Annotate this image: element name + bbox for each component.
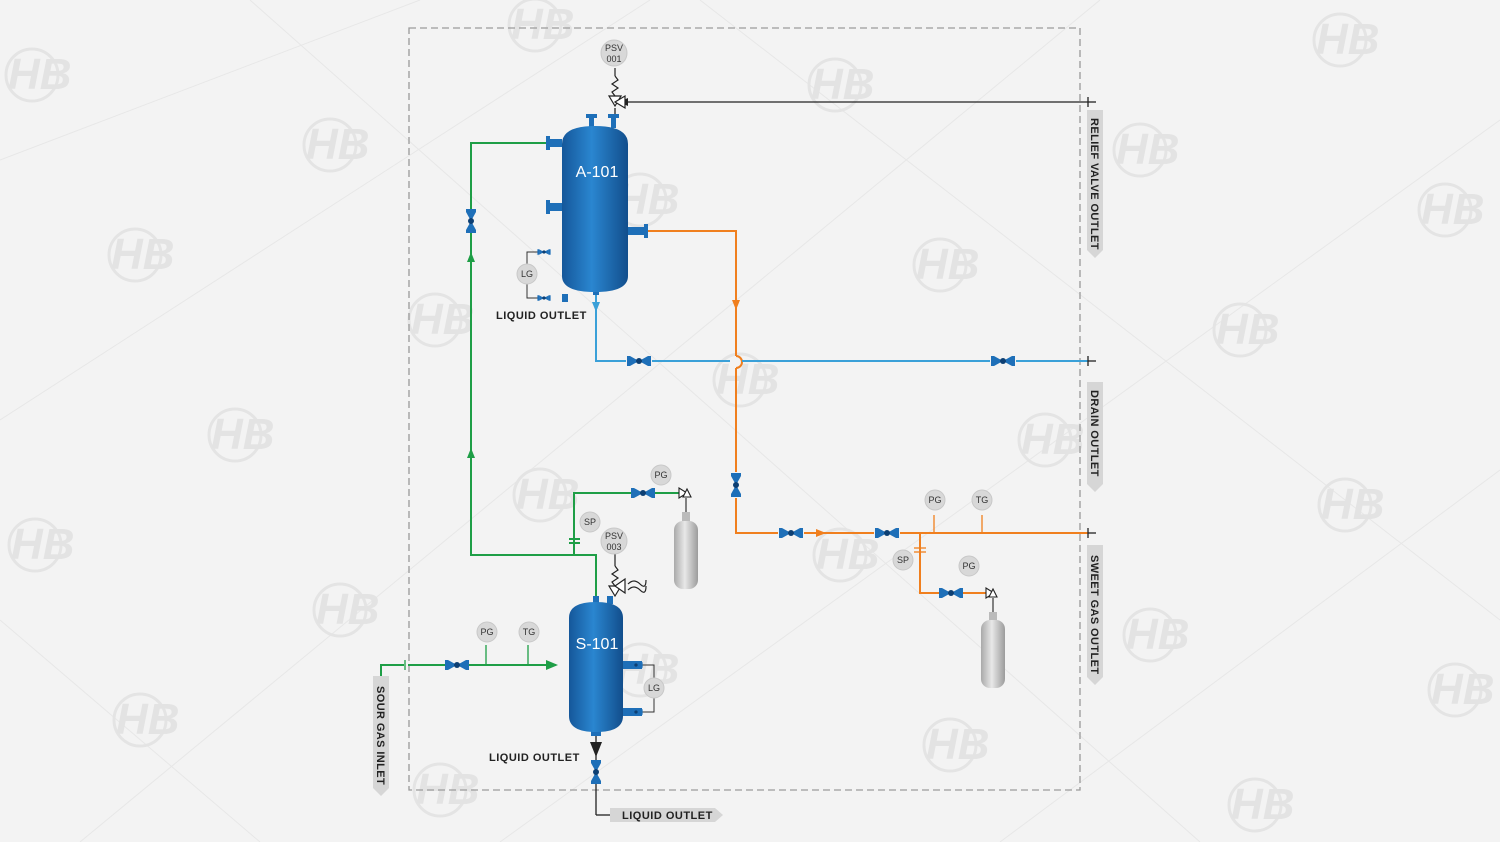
gate-valve-sweet-2 — [875, 528, 899, 538]
relief-valve-outlet-tag: RELIEF VALVE OUTLET — [1087, 110, 1103, 258]
drain-outlet-label: DRAIN OUTLET — [1088, 390, 1100, 477]
watermark-logo — [1112, 122, 1182, 178]
sample-valve-orange — [985, 587, 998, 612]
sour-gas-inlet-tag: SOUR GAS INLET — [373, 676, 389, 796]
gate-valve-inlet — [445, 660, 469, 670]
gate-valve-sweet-1 — [779, 528, 803, 538]
watermark-logo — [1417, 182, 1487, 238]
watermark-logo — [207, 407, 277, 463]
psv-003-instrument: PSV 003 — [600, 527, 628, 555]
temperature-gauge-sweet: TG — [971, 489, 993, 511]
svg-text:LG: LG — [648, 683, 660, 693]
psv-001-tag-prefix: PSV — [605, 43, 623, 53]
drain-outlet-terminator — [1087, 356, 1096, 366]
green-flow-arrow-right — [546, 660, 558, 670]
watermark-logo — [312, 582, 382, 638]
sour-gas-inlet-label: SOUR GAS INLET — [374, 686, 386, 785]
sweet-gas-outlet-label: SWEET GAS OUTLET — [1088, 555, 1100, 674]
green-flow-arrow-up-2 — [467, 448, 475, 458]
gate-valve-sample-orange — [939, 588, 963, 598]
svg-text:TG: TG — [523, 627, 536, 637]
watermark-logo — [1122, 607, 1192, 663]
skid-boundary — [408, 27, 1081, 791]
gate-valve-drain-right — [991, 356, 1015, 366]
watermark-logo — [507, 0, 577, 53]
watermark-logo — [1317, 477, 1387, 533]
watermark-logo — [7, 517, 77, 573]
svg-text:PG: PG — [654, 470, 667, 480]
watermark-logo — [1312, 12, 1382, 68]
green-flow-arrow-up — [467, 252, 475, 262]
gate-valve-sample-green — [631, 488, 655, 498]
drain-outlet-tag: DRAIN OUTLET — [1087, 382, 1103, 492]
watermark-logo — [1212, 302, 1282, 358]
watermark-logo — [1227, 777, 1297, 833]
sample-cylinder-orange — [981, 612, 1005, 688]
orange-flow-arrow-right — [816, 529, 826, 537]
orange-flow-arrow-down — [732, 300, 740, 310]
sp-orifice-green — [569, 538, 580, 544]
watermark-logo — [4, 47, 74, 103]
svg-text:SP: SP — [584, 517, 596, 527]
pressure-gauge-sample-green: PG — [650, 464, 672, 486]
gate-valve-orange-riser — [731, 473, 741, 497]
watermark-logo — [1017, 412, 1087, 468]
svg-text:LG: LG — [521, 269, 533, 279]
watermark-logo — [302, 117, 372, 173]
watermark-logo — [512, 467, 582, 523]
vessel-s101-tag: S-101 — [576, 636, 619, 653]
watermark-logo — [807, 57, 877, 113]
liquid-outlet-label-s101: LIQUID OUTLET — [489, 752, 580, 764]
liquid-outlet-label-a101: LIQUID OUTLET — [496, 310, 587, 322]
psv-001-tag-number: 001 — [606, 54, 621, 64]
sweet-outlet-terminator — [1087, 528, 1096, 538]
svg-text:PG: PG — [928, 495, 941, 505]
gate-valve-s101-outlet — [591, 760, 601, 784]
svg-text:TG: TG — [976, 495, 989, 505]
pressure-gauge-sample-orange: PG — [958, 555, 980, 577]
watermark-logo — [912, 237, 982, 293]
pressure-gauge-sweet: PG — [924, 489, 946, 511]
liquid-outlet-connection-tag: LIQUID OUTLET — [610, 808, 723, 822]
temperature-gauge-inlet: TG — [518, 621, 540, 643]
pressure-gauge-inlet: PG — [476, 621, 498, 643]
level-gauge-a101: LG — [516, 263, 538, 285]
relief-valve-outlet-label: RELIEF VALVE OUTLET — [1088, 118, 1100, 250]
gate-valve-drain-left — [627, 356, 651, 366]
psv-001-valve — [607, 68, 626, 110]
sample-valve-green — [678, 487, 692, 512]
green-gas-line — [380, 142, 679, 678]
svg-text:PG: PG — [480, 627, 493, 637]
watermark-logo — [812, 527, 882, 583]
svg-text:PG: PG — [962, 561, 975, 571]
psv-003-tag-prefix: PSV — [605, 531, 623, 541]
orange-line-details — [914, 515, 983, 553]
liquid-outlet-connection-label: LIQUID OUTLET — [622, 810, 713, 822]
watermark-logo — [922, 717, 992, 773]
psv-003-valve — [607, 553, 647, 598]
green-line-details — [404, 645, 529, 670]
svg-text:SP: SP — [897, 555, 909, 565]
sweet-gas-outlet-tag: SWEET GAS OUTLET — [1087, 545, 1103, 685]
vessel-a101-tag: A-101 — [576, 164, 619, 181]
watermark-logo — [1427, 662, 1497, 718]
vessel-a101: A-101 — [546, 114, 648, 302]
gate-valve-green-riser — [466, 209, 476, 233]
blue-flow-arrow — [592, 302, 600, 312]
watermark-logo — [407, 292, 477, 348]
psv-001-instrument: PSV 001 — [600, 39, 628, 67]
sample-point-orange: SP — [892, 549, 914, 571]
s101-outlet-arrow — [590, 742, 602, 757]
watermark-logo — [112, 692, 182, 748]
blue-drain-line — [595, 292, 1088, 362]
psv-003-tag-number: 003 — [606, 542, 621, 552]
watermark-logo — [107, 227, 177, 283]
level-gauge-s101: LG — [643, 677, 665, 699]
watermark-logo — [412, 762, 482, 818]
sample-point-green: SP — [579, 511, 601, 533]
sample-cylinder-green — [674, 512, 698, 589]
